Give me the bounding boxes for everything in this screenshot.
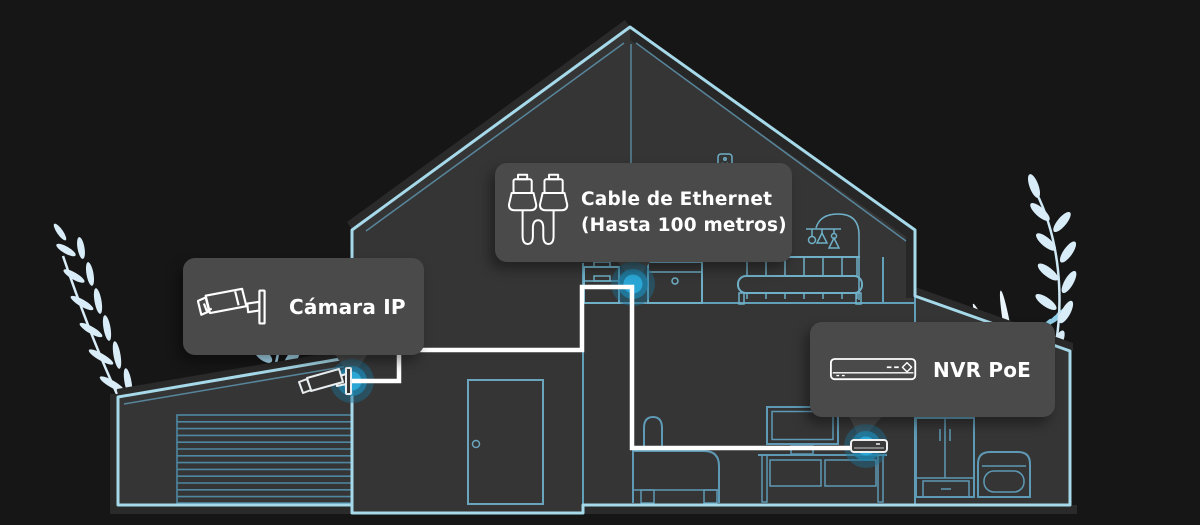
attic-cabinet	[647, 261, 703, 304]
callout-camera: Cámara IP	[183, 258, 424, 355]
front-door	[467, 379, 544, 505]
crib	[737, 256, 863, 305]
washing-machine	[977, 451, 1031, 498]
camera-tooltip-tail	[333, 352, 369, 378]
callout-camera-label: Cámara IP	[289, 294, 406, 319]
garage-inner-roof-line	[123, 365, 349, 405]
nvr-icon	[830, 357, 917, 380]
ethernet-cable-icon	[508, 173, 569, 245]
ethernet-cable-path	[352, 284, 852, 451]
callout-ethernet: Cable de Ethernet (Hasta 100 metros)	[495, 163, 792, 262]
baby-mobile	[806, 213, 860, 300]
wardrobe	[915, 417, 975, 498]
ip-camera-device	[298, 367, 352, 395]
door-knob	[471, 439, 481, 449]
interior-walls	[123, 42, 907, 405]
callout-ethernet-label: Cable de Ethernet (Hasta 100 metros)	[581, 188, 787, 236]
ip-camera-icon	[197, 287, 266, 325]
inner-roof-line-left	[365, 42, 625, 232]
nvr-device	[850, 439, 888, 453]
callout-nvr-label: NVR PoE	[933, 357, 1032, 382]
callout-nvr: NVR PoE	[810, 322, 1055, 417]
nvr-tooltip-tail	[848, 414, 884, 441]
inner-roof-line-right	[635, 42, 907, 242]
